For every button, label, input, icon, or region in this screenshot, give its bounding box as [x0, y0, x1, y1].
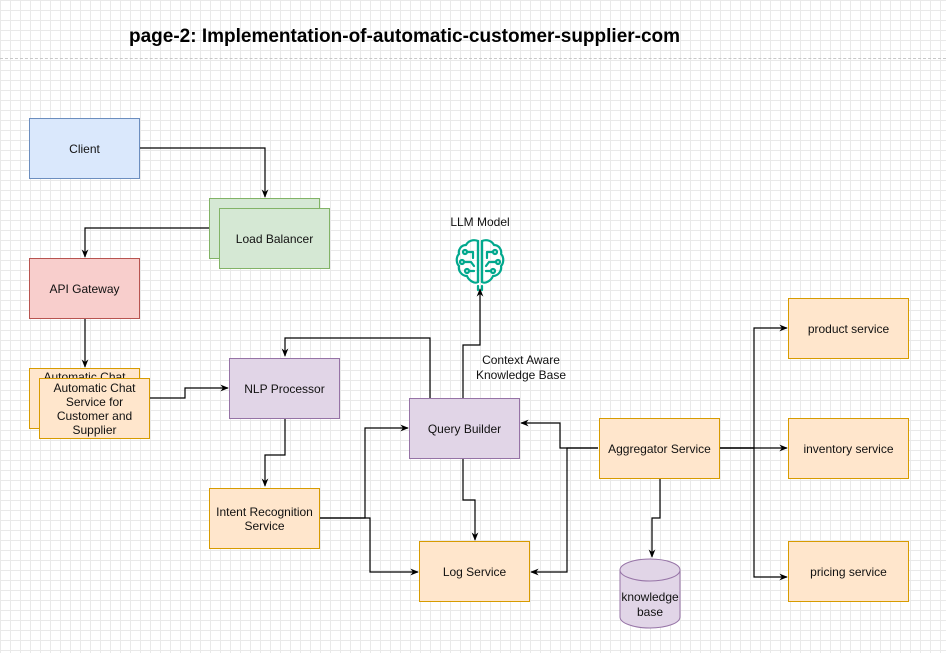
edge-querybuilder-llm [462, 288, 484, 398]
edge-aggregator-pricing [719, 447, 788, 581]
query-builder-node[interactable]: Query Builder [409, 398, 520, 459]
page-title: page-2: Implementation-of-automatic-cust… [129, 26, 681, 47]
llm-model-label: LLM Model [450, 215, 510, 229]
edge-aggregator-knowledgebase [648, 478, 661, 558]
edge-chatservice-nlp [150, 384, 229, 399]
api-gateway-node[interactable]: API Gateway [29, 258, 140, 319]
edge-querybuilder-nlp [281, 337, 431, 398]
knowledge-base-label[interactable]: knowledge base [621, 590, 679, 619]
product-service-node[interactable]: product service [788, 298, 909, 359]
intent-recognition-node[interactable]: Intent Recognition Service [209, 488, 320, 549]
edge-client-loadbalancer [140, 147, 269, 198]
brain-circuit-icon [455, 239, 505, 292]
context-aware-label: Context Aware Knowledge Base [475, 353, 567, 382]
log-service-node[interactable]: Log Service [419, 541, 530, 602]
inventory-service-node[interactable]: inventory service [788, 418, 909, 479]
edge-intent-querybuilder [320, 424, 409, 519]
edge-querybuilder-log [462, 458, 479, 541]
edge-aggregator-product [719, 324, 788, 449]
edge-loadbalancer-apigateway [81, 227, 209, 258]
edge-aggregator-querybuilder [520, 419, 598, 449]
chat-service-node[interactable]: Automatic Chat Service for Customer and … [39, 378, 150, 439]
page-divider [0, 58, 946, 59]
nlp-processor-node[interactable]: NLP Processor [229, 358, 340, 419]
load-balancer-node[interactable]: Load Balancer [219, 208, 330, 269]
knowledge-base-cylinder [619, 558, 681, 629]
client-node[interactable]: Client [29, 118, 140, 179]
edge-aggregator-log [530, 447, 598, 576]
edge-nlp-intent [261, 418, 286, 487]
pricing-service-node[interactable]: pricing service [788, 541, 909, 602]
edge-intent-log [320, 517, 419, 576]
aggregator-service-node[interactable]: Aggregator Service [599, 418, 720, 479]
